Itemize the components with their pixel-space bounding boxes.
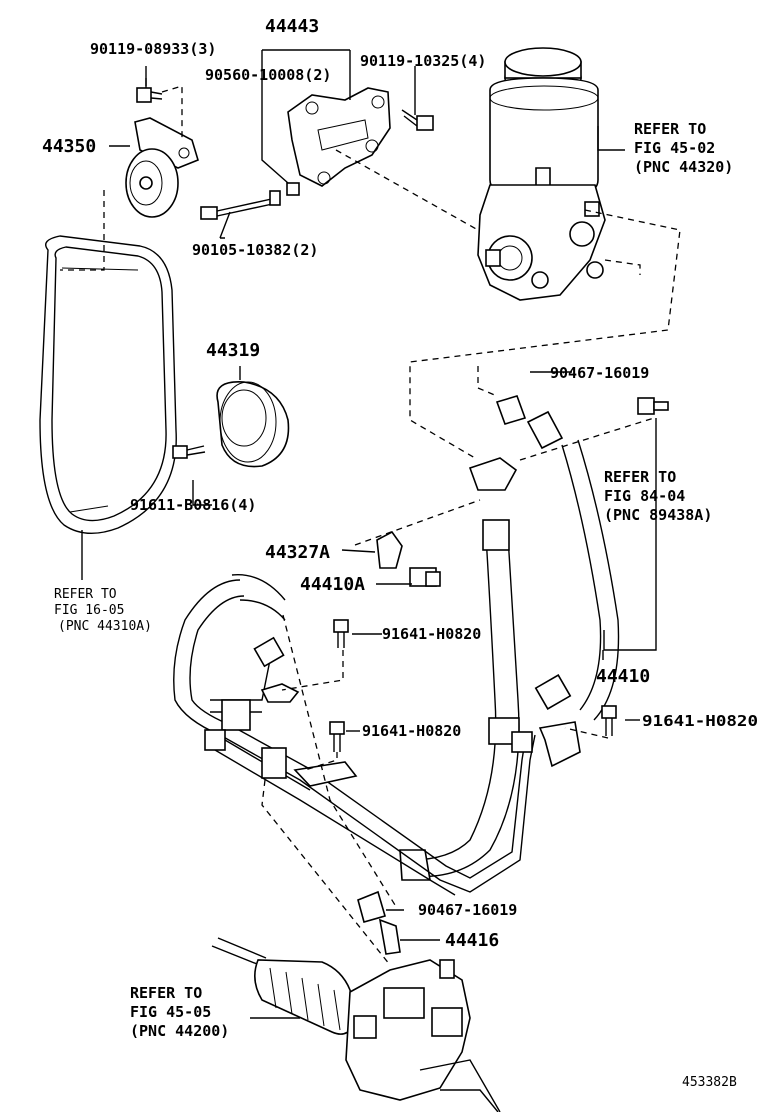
label-bolt-90105: 90105-10382(2) bbox=[192, 241, 318, 259]
label-bolt-91611: 91611-B0816(4) bbox=[130, 496, 256, 514]
ref-fig-45-02-line3: (PNC 44320) bbox=[634, 158, 733, 176]
bolt-91641-b bbox=[329, 721, 345, 752]
clip-90467-bottom bbox=[357, 890, 386, 923]
label-union-44410a: 44410A bbox=[300, 574, 365, 595]
bolt-90105 bbox=[200, 190, 281, 220]
bolt-91641-c bbox=[601, 705, 617, 736]
pressure-switch bbox=[637, 397, 669, 415]
steering-gear-assembly bbox=[211, 937, 501, 1112]
v-belt bbox=[39, 235, 177, 534]
label-bolt-91641-a: 91641-H0820 bbox=[382, 625, 481, 643]
label-clip-90467-bottom: 90467-16019 bbox=[418, 901, 517, 919]
label-clamp-44327a: 44327A bbox=[265, 542, 330, 563]
label-tube-assembly: 44410 bbox=[596, 666, 650, 687]
label-clip-90467-top: 90467-16019 bbox=[550, 364, 649, 382]
bolt-90119-08933 bbox=[136, 78, 163, 103]
ref-fig-45-05-line2: FIG 45-05 bbox=[130, 1003, 211, 1021]
union-44410a bbox=[409, 567, 441, 587]
bolt-91611 bbox=[172, 445, 206, 459]
bracket-assembly bbox=[287, 87, 391, 187]
label-bolt-91641-b: 91641-H0820 bbox=[362, 722, 461, 740]
clamp-44327a bbox=[376, 530, 403, 569]
clip-90467-top bbox=[495, 395, 527, 425]
label-bolt-91641-c: 91641-H0820 bbox=[642, 712, 758, 730]
idler-pulley bbox=[125, 117, 199, 218]
ref-fig-84-04-line2: FIG 84-04 bbox=[604, 487, 685, 505]
union-fitting bbox=[468, 457, 518, 491]
label-hose-44416: 44416 bbox=[445, 930, 499, 951]
bolt-90560 bbox=[286, 182, 300, 196]
ref-fig-45-02-line1: REFER TO bbox=[634, 120, 706, 138]
pump-pulley bbox=[216, 381, 290, 468]
ref-fig-84-04-line1: REFER TO bbox=[604, 468, 676, 486]
return-hose bbox=[526, 410, 620, 721]
ref-fig-45-05-line3: (PNC 44200) bbox=[130, 1022, 229, 1040]
bolt-90119-10325 bbox=[401, 109, 434, 131]
figure-number: 453382B bbox=[682, 1075, 737, 1090]
ref-fig-16-05-line3: (PNC 44310A) bbox=[58, 619, 152, 634]
label-bolt-90119-10325: 90119-10325(4) bbox=[360, 52, 486, 70]
label-bracket-assembly: 44443 bbox=[265, 16, 319, 37]
label-pump-pulley: 44319 bbox=[206, 340, 260, 361]
label-bolt-90119-08933: 90119-08933(3) bbox=[90, 40, 216, 58]
ref-fig-16-05-line1: REFER TO bbox=[54, 587, 117, 602]
ref-fig-16-05-line2: FIG 16-05 bbox=[54, 603, 124, 618]
ref-fig-45-02-line2: FIG 45-02 bbox=[634, 139, 715, 157]
label-bolt-90560: 90560-10008(2) bbox=[205, 66, 331, 84]
pressure-tube-assembly bbox=[173, 574, 536, 896]
hose-44416 bbox=[378, 918, 401, 955]
ref-fig-84-04-line3: (PNC 89438A) bbox=[604, 506, 712, 524]
power-steering-pump-assembly bbox=[477, 47, 606, 301]
label-idler-pulley: 44350 bbox=[42, 136, 96, 157]
leader-lines bbox=[60, 49, 681, 1019]
ref-fig-45-05-line1: REFER TO bbox=[130, 984, 202, 1002]
bolt-91641-a bbox=[333, 619, 349, 648]
